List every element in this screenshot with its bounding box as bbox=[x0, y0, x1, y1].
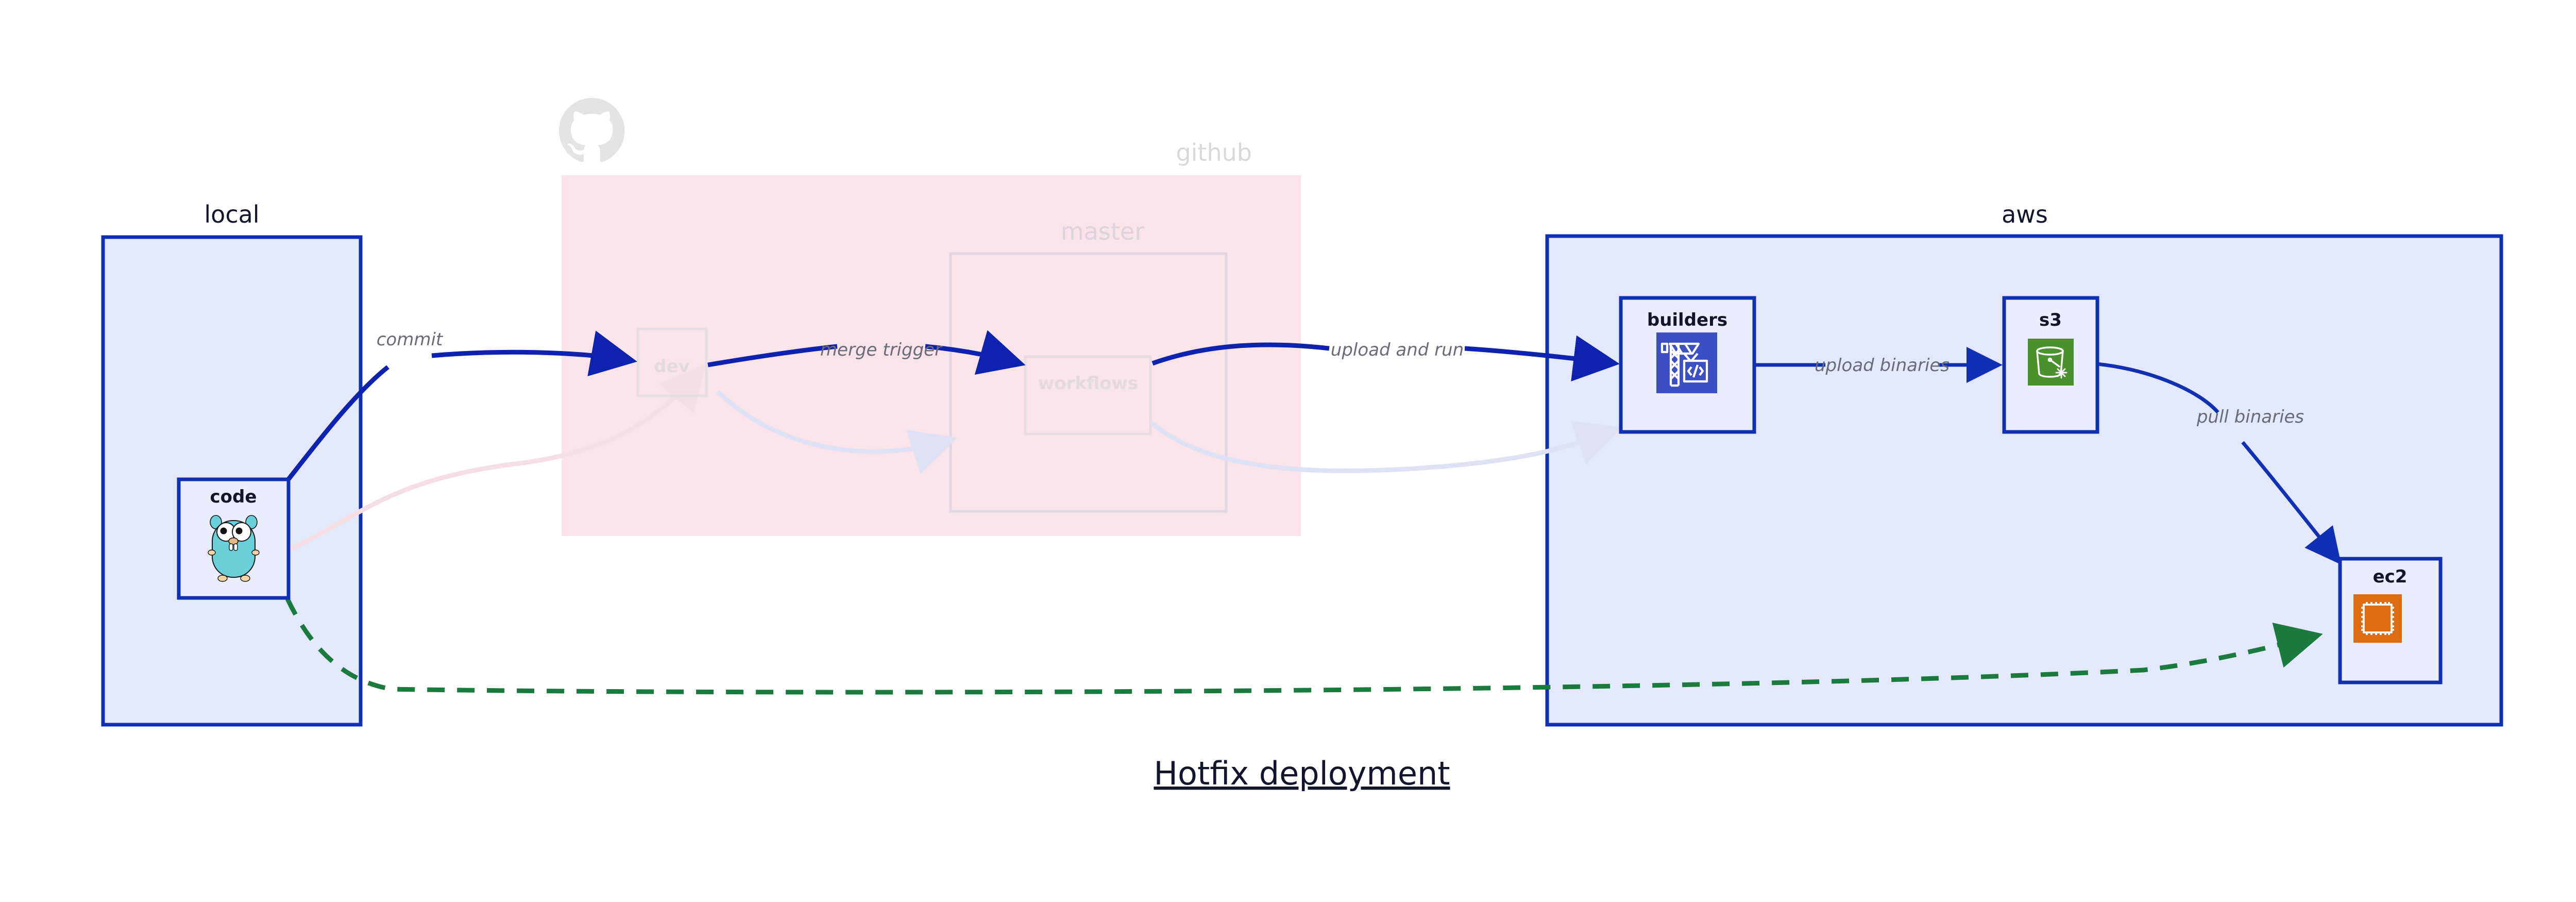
edge-faded-dev-workflows bbox=[716, 390, 958, 474]
node-dev-box[interactable] bbox=[636, 327, 708, 397]
edge-upload-binaries: upload binaries bbox=[1755, 347, 2003, 383]
node-dev[interactable]: dev bbox=[636, 327, 708, 397]
node-builders[interactable]: builders bbox=[1619, 296, 1756, 434]
edge-merge-trigger: merge trigger bbox=[707, 330, 1026, 375]
node-workflows-label: workflows bbox=[1038, 373, 1138, 394]
node-code-box[interactable] bbox=[177, 477, 291, 600]
node-ec2-label: ec2 bbox=[2373, 566, 2408, 587]
edge-pull-binaries-label: pull binaries bbox=[2196, 407, 2304, 427]
edge-pull-binaries: pull binaries bbox=[2096, 362, 2342, 565]
edge-faded-workflows-builders bbox=[1150, 421, 1622, 474]
node-code[interactable]: code bbox=[177, 477, 291, 600]
edge-merge-trigger-label: merge trigger bbox=[820, 340, 943, 360]
edge-upload-and-run: upload and run bbox=[1151, 335, 1620, 382]
diagram-title: Hotfix deployment bbox=[1154, 755, 1450, 792]
cluster-master: master bbox=[949, 218, 1228, 513]
node-dev-label: dev bbox=[654, 356, 690, 377]
edge-upload-and-run-label: upload and run bbox=[1331, 340, 1464, 360]
aws-s3-glacier-icon bbox=[2028, 339, 2074, 386]
cluster-aws-label: aws bbox=[2002, 201, 2048, 228]
node-builders-label: builders bbox=[1647, 310, 1727, 330]
node-s3-label: s3 bbox=[2039, 310, 2062, 330]
edge-hotfix-direct bbox=[285, 598, 2323, 695]
node-code-label: code bbox=[210, 487, 257, 507]
edge-faded-code-dev bbox=[290, 363, 706, 552]
cluster-github-label: github bbox=[1176, 139, 1252, 166]
node-s3[interactable]: s3 bbox=[2002, 296, 2099, 434]
edge-commit-label: commit bbox=[377, 329, 444, 350]
node-workflows[interactable]: workflows bbox=[1024, 355, 1152, 436]
node-ec2[interactable]: ec2 bbox=[2338, 557, 2443, 684]
edge-commit: commit bbox=[276, 329, 637, 494]
aws-codebuild-icon bbox=[1656, 332, 1717, 393]
github-octocat-icon bbox=[559, 98, 625, 162]
cluster-local-label: local bbox=[204, 201, 259, 228]
node-workflows-box[interactable] bbox=[1024, 355, 1152, 436]
cluster-master-box bbox=[949, 252, 1228, 513]
cluster-github: github bbox=[562, 139, 1301, 536]
go-gopher-icon bbox=[208, 515, 260, 582]
edge-upload-binaries-label: upload binaries bbox=[1815, 355, 1950, 376]
aws-ec2-icon bbox=[2353, 594, 2402, 643]
cluster-master-label: master bbox=[1061, 218, 1144, 245]
cluster-local: local bbox=[101, 201, 363, 727]
